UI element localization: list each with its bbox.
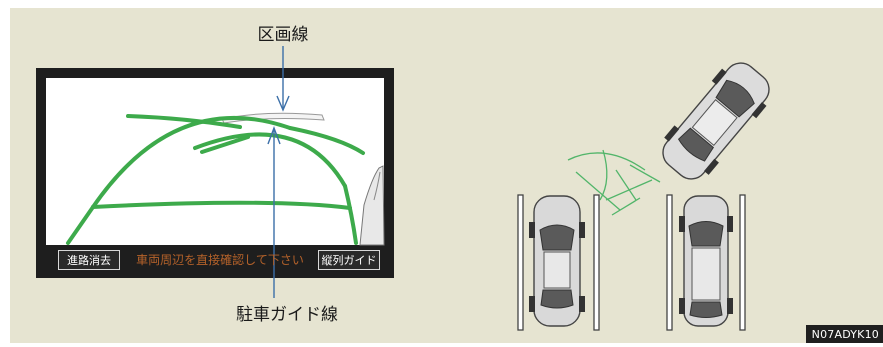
camera-monitor	[36, 68, 394, 278]
parked-car-left	[529, 195, 585, 327]
stall-divider-4	[739, 194, 746, 331]
stall-divider-3	[666, 194, 673, 331]
parallel-guide-button[interactable]: 縦列ガイド	[318, 250, 380, 270]
stall-divider-2	[593, 194, 600, 331]
guide-line-right-arc	[193, 132, 347, 188]
guide-line-right-tail	[343, 184, 358, 245]
section-line-label: 区画線	[257, 25, 309, 45]
stall-dividers	[517, 194, 746, 331]
guide-line-left-tail	[66, 205, 95, 245]
guide-line-arrowhead	[267, 126, 281, 145]
guide-line-far-right	[288, 126, 365, 155]
projected-guide-lines	[567, 149, 661, 216]
parking-lot	[517, 62, 770, 331]
guide-line-left-arc	[91, 115, 292, 209]
stall-divider-1	[517, 194, 524, 331]
bumper-contour	[373, 171, 381, 201]
rear-bumper-silhouette	[359, 165, 385, 246]
monitor-display	[46, 78, 384, 245]
guide-line-baseline	[91, 200, 352, 210]
reversing-car	[662, 62, 770, 180]
callout-arrows	[267, 46, 290, 298]
image-code: N07ADYK10	[805, 325, 883, 343]
parking-guide-lines	[66, 114, 365, 245]
parked-car-right	[679, 195, 733, 327]
route-clear-button[interactable]: 進路消去	[58, 250, 120, 270]
guide-line-left-inner	[200, 135, 250, 154]
parking-guide-line-label: 駐車ガイド線	[236, 305, 338, 325]
section-line-arrowhead	[276, 95, 290, 112]
warning-message: 車両周辺を直接確認して下さい	[136, 253, 304, 267]
guide-line-far-left	[126, 114, 242, 129]
